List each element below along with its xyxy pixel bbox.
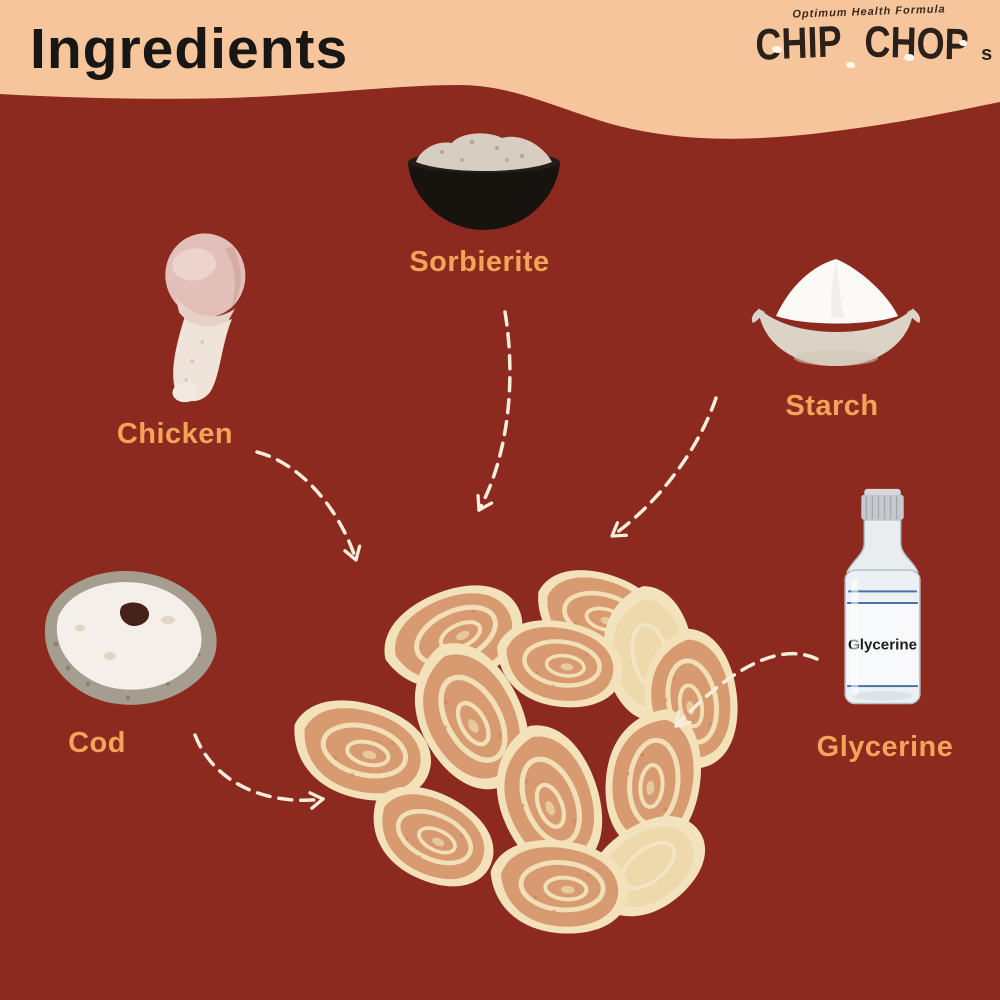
- label-chicken: Chicken: [116, 418, 234, 450]
- dog-silhouette-decoration: [772, 46, 782, 53]
- arrow-sorbierite-to-treats: [476, 310, 512, 512]
- glycerine-bottle-label-text: Glycerine: [848, 638, 917, 654]
- starch-powder-bowl-photo: [751, 259, 921, 366]
- arrow-cod-to-treats: [193, 733, 325, 810]
- arrow-chicken-to-treats: [255, 450, 362, 562]
- arrow-starch-to-treats: [610, 396, 718, 538]
- cod-fish-steak-photo: [44, 571, 217, 705]
- rolled-chew-treats-pile-photo: [281, 558, 748, 943]
- page-title: Ingredients: [30, 17, 349, 81]
- brand-logo: Optimum Health Formula CHIP CHOP s: [754, 3, 993, 70]
- arrow-glycerine-to-treats: [674, 651, 819, 728]
- label-starch: Starch: [785, 390, 879, 422]
- dog-silhouette-decoration: [959, 40, 967, 46]
- label-sorbierite: Sorbierite: [409, 246, 550, 278]
- label-glycerine: Glycerine: [816, 731, 954, 763]
- chicken-drumstick-photo: [165, 233, 246, 403]
- logo-word-chop: CHOP: [863, 17, 970, 70]
- label-cod: Cod: [68, 727, 126, 759]
- dog-silhouette-decoration: [846, 62, 855, 68]
- logo-word-chip: CHIP: [754, 17, 843, 70]
- logo-suffix-s: s: [981, 43, 993, 65]
- glycerine-bottle-photo: Glycerine: [844, 488, 921, 705]
- dog-silhouette-decoration: [904, 54, 914, 61]
- sorbierite-powder-bowl-photo: [408, 133, 560, 230]
- logo-wordmark: CHIP CHOP s: [754, 17, 993, 70]
